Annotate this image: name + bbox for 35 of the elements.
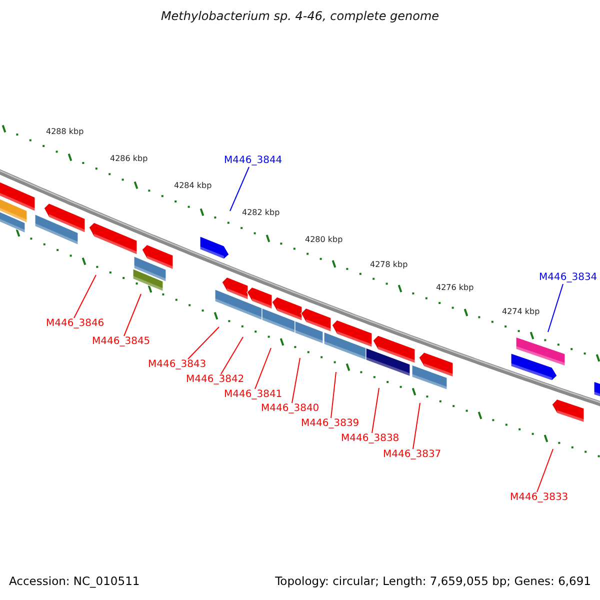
gene-label: M446_3845 xyxy=(92,336,150,347)
scale-label: 4278 kbp xyxy=(370,260,408,269)
leader-line xyxy=(292,358,300,404)
gene-label: M446_3842 xyxy=(186,374,244,385)
leader-line xyxy=(220,336,244,374)
scale-label: 4284 kbp xyxy=(174,181,212,190)
leader-line xyxy=(124,294,142,336)
gene-label: M446_3834 xyxy=(539,272,598,283)
leader-line xyxy=(254,348,272,390)
scale-label: 4288 kbp xyxy=(46,127,84,136)
leader-line xyxy=(188,326,220,360)
accession-text: Accession: NC_010511 xyxy=(9,574,140,588)
gene-label: M446_3837 xyxy=(383,449,442,460)
gene-label: M446_3833 xyxy=(510,492,568,503)
scale-label: 4282 kbp xyxy=(242,208,280,217)
leader-line xyxy=(230,166,250,212)
leader-line xyxy=(372,388,380,434)
leader-line xyxy=(536,448,554,492)
scale-label: 4274 kbp xyxy=(502,307,540,316)
gene-label: M446_3843 xyxy=(148,359,206,370)
leader-line xyxy=(412,402,420,450)
map-title: Methylobacterium sp. 4-46, complete genome xyxy=(160,9,440,23)
leader-line xyxy=(74,274,96,318)
leader-line xyxy=(548,284,564,332)
gene-label: M446_3839 xyxy=(301,418,360,429)
leader-line xyxy=(330,372,336,418)
scale-label: 4280 kbp xyxy=(305,235,343,244)
scale-label: 4286 kbp xyxy=(110,154,148,163)
scale-label: 4276 kbp xyxy=(436,283,474,292)
gene-label: M446_3838 xyxy=(341,433,400,444)
gene-label: M446_3846 xyxy=(46,318,104,329)
gene-label: M446_3840 xyxy=(261,403,320,414)
gene-label: M446_3841 xyxy=(224,389,282,400)
genome-info-text: Topology: circular; Length: 7,659,055 bp; Genes: 6,691 xyxy=(275,574,591,588)
gene-label: M446_3844 xyxy=(224,155,282,166)
